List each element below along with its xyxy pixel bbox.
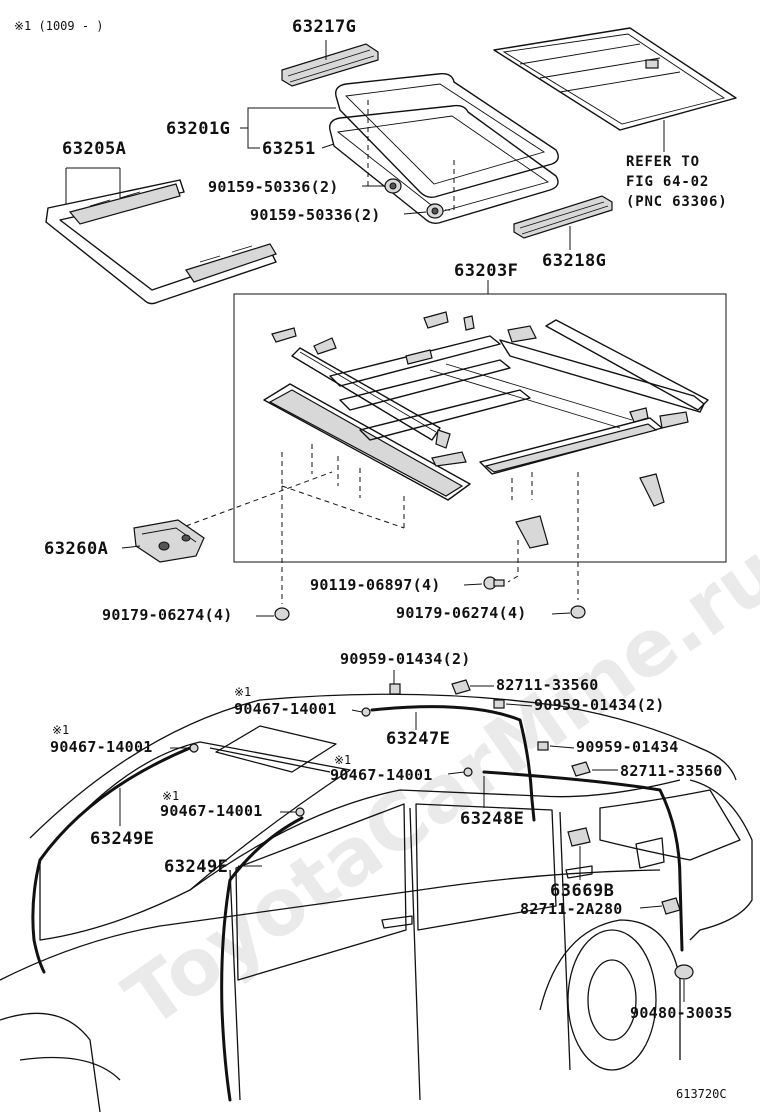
leader-line	[403, 211, 427, 215]
leader-line	[551, 612, 571, 615]
housing-group-box	[233, 293, 727, 563]
label-90959-a: 90959-01434(2)	[340, 650, 471, 668]
part-63217G-drawing	[281, 43, 379, 87]
reference-note: REFER TO FIG 64-02 (PNC 63306)	[626, 154, 728, 210]
marker-3: ※1	[334, 753, 351, 767]
weatherstrip-63247E-drawing	[370, 705, 536, 822]
leader-dash	[436, 160, 455, 211]
label-63248E: 63248E	[460, 809, 524, 829]
leader-line	[549, 745, 575, 749]
label-82711-2A280: 82711-2A280	[520, 900, 623, 918]
leader-dash	[185, 471, 333, 527]
marker-4: ※1	[162, 789, 179, 803]
label-90467-c: 90467-14001	[330, 766, 433, 784]
clip-drawings	[189, 679, 694, 980]
marker-2: ※1	[52, 723, 69, 737]
svg-text:(PNC 63306): (PNC 63306)	[626, 194, 728, 210]
label-90467-b: 90467-14001	[50, 738, 153, 756]
nut-90179-a-drawing	[274, 607, 290, 621]
label-63249E-a: 63249E	[90, 829, 154, 849]
label-90119: 90119-06897(4)	[310, 576, 441, 594]
bolt-90119-drawing	[483, 576, 505, 590]
label-82711-a: 82711-33560	[496, 676, 599, 694]
label-63247E: 63247E	[386, 729, 450, 749]
label-63217G: 63217G	[292, 17, 356, 37]
fastener-90159-a	[384, 178, 402, 194]
label-90179-b: 90179-06274(4)	[396, 604, 527, 622]
weatherstrip-63249E-a-drawing	[31, 746, 192, 974]
label-63218G: 63218G	[542, 251, 606, 271]
leader-dash	[511, 472, 533, 500]
seal-drawing	[329, 104, 559, 225]
leader-dash	[281, 485, 405, 529]
label-90959-b: 90959-01434(2)	[534, 696, 665, 714]
note-top: ※1 (1009 - )	[14, 19, 104, 33]
figure-code: 613720C	[676, 1087, 727, 1101]
label-90467-d: 90467-14001	[160, 802, 263, 820]
label-90159-b: 90159-50336(2)	[250, 206, 381, 224]
label-82711-b: 82711-33560	[620, 762, 723, 780]
label-63205A: 63205A	[62, 139, 126, 159]
motor-63260A-drawing	[133, 519, 205, 563]
leader-line	[121, 545, 141, 549]
leader-dash	[507, 540, 519, 583]
housing-63203F-drawing	[263, 311, 709, 507]
leader-line	[321, 143, 335, 149]
leader-line	[505, 703, 533, 707]
weatherstrip-63248E-drawing	[482, 770, 684, 952]
label-63669B: 63669B	[550, 881, 614, 901]
label-90159-a: 90159-50336(2)	[208, 178, 339, 196]
label-63203F: 63203F	[454, 261, 518, 281]
label-63249E-b: 63249E	[164, 857, 228, 877]
sunshade-drawing	[493, 27, 737, 131]
label-63251: 63251	[262, 139, 316, 159]
car-body-drawing	[0, 693, 753, 1113]
leader-line	[247, 128, 260, 149]
fastener-90159-b	[426, 203, 444, 219]
label-90959-c: 90959-01434	[576, 738, 679, 756]
leader-line	[240, 107, 336, 129]
grommet-63669B-drawing	[567, 827, 591, 847]
label-63201G: 63201G	[166, 119, 230, 139]
marker-1: ※1	[234, 685, 251, 699]
svg-text:FIG 64-02: FIG 64-02	[626, 174, 709, 190]
glass-panel-drawing	[335, 72, 559, 199]
label-90467-a: 90467-14001	[234, 700, 337, 718]
leader-line	[463, 583, 483, 586]
leader-line	[447, 771, 465, 775]
label-90179-a: 90179-06274(4)	[102, 606, 233, 624]
label-63260A: 63260A	[44, 539, 108, 559]
leader-line	[65, 167, 121, 204]
bracket-drawing	[515, 515, 549, 549]
part-63218G-drawing	[513, 195, 613, 239]
nut-90179-b-drawing	[570, 605, 586, 619]
weatherstrip-63249E-b-drawing	[220, 816, 304, 1102]
leader-line	[351, 709, 363, 713]
svg-text:REFER TO: REFER TO	[626, 154, 700, 170]
drain-frame-drawing	[45, 179, 277, 305]
label-90480: 90480-30035	[630, 1004, 733, 1022]
leader-line	[639, 905, 663, 909]
